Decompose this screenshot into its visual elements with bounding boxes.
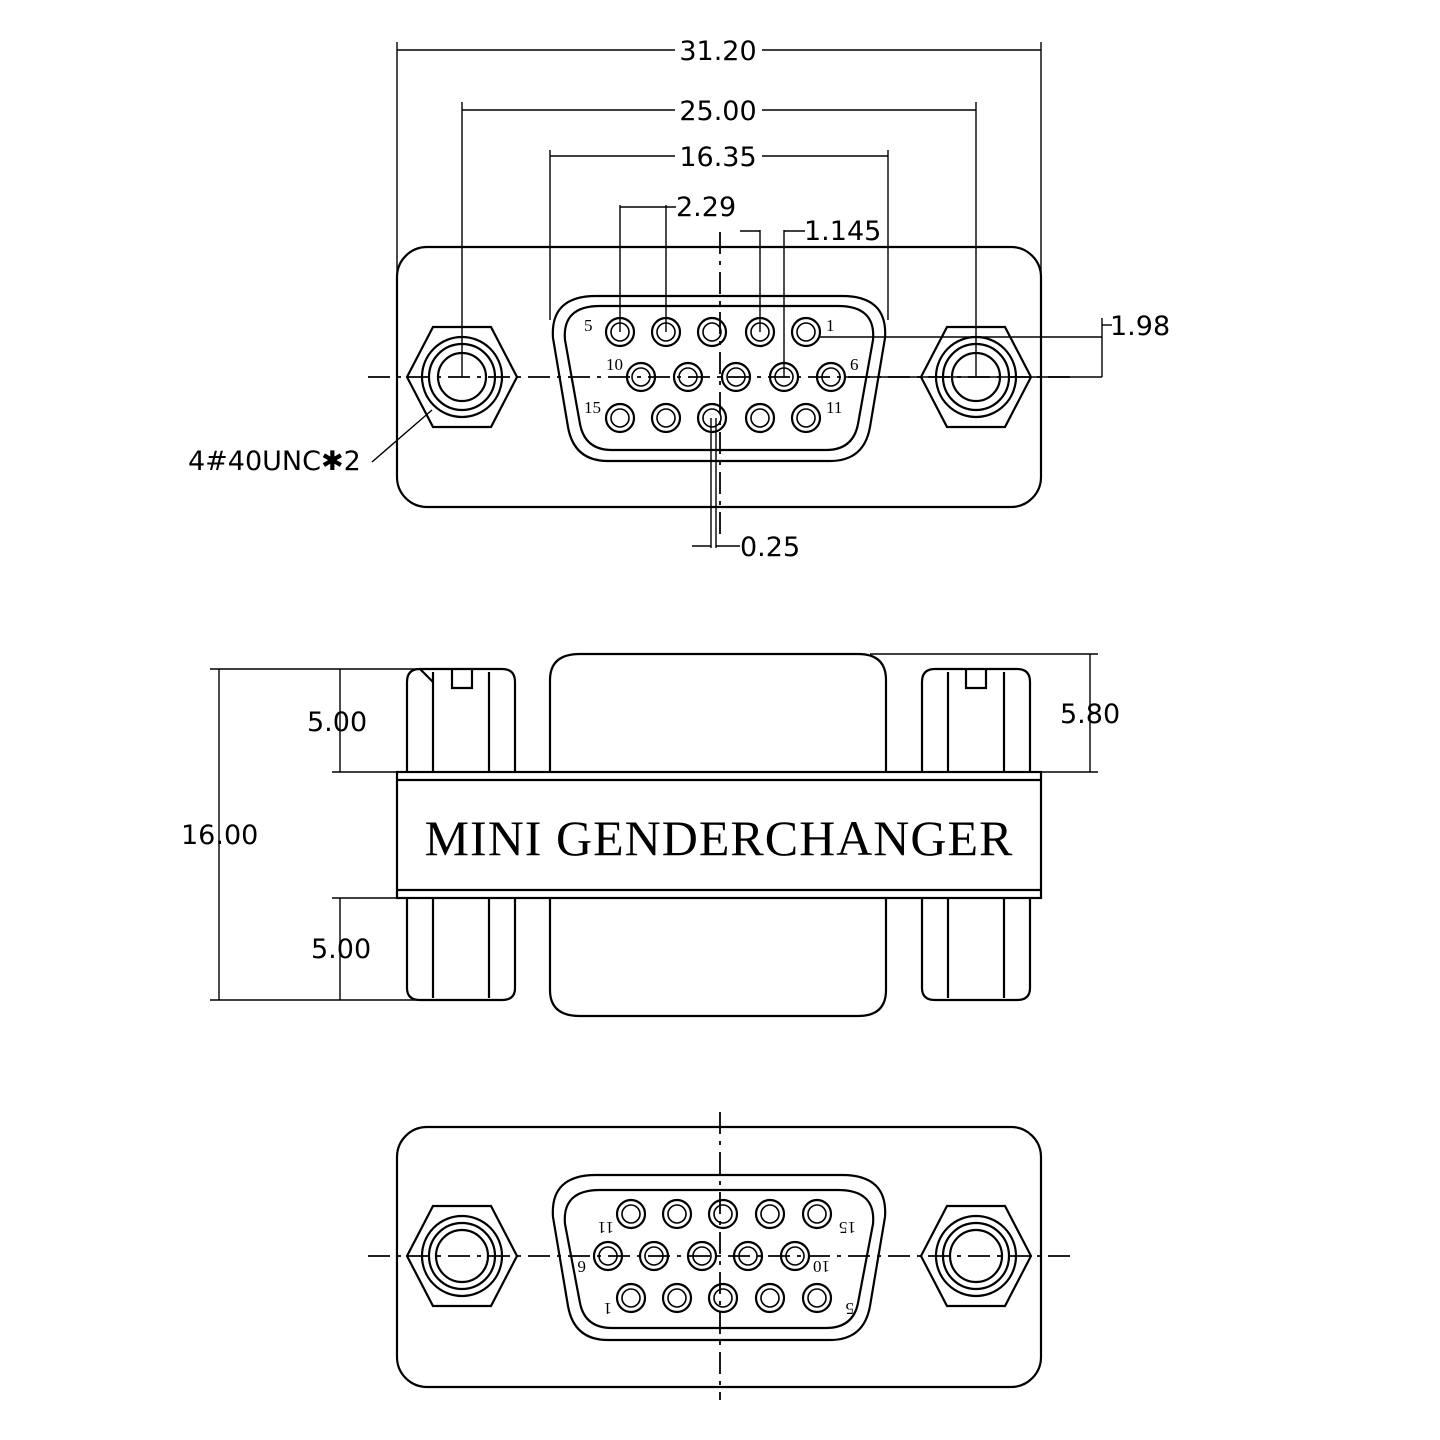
rear-right-screw	[919, 1204, 1033, 1308]
rear-pin-label-11: 11	[598, 1218, 614, 1237]
dimension-lines-front	[371, 42, 1112, 548]
rear-flange	[395, 1125, 1043, 1389]
side-body	[395, 770, 1043, 900]
dim-pin-offset: 0.25	[740, 532, 800, 563]
front-pins	[604, 316, 847, 434]
dim-bottom-height: 5.00	[311, 934, 371, 965]
side-view: MINI GENDERCHANGER 16.00 5.00 5.00 5.80	[181, 652, 1120, 1018]
side-right-screw-top	[920, 667, 1032, 772]
rear-pin-label-1: 1	[604, 1299, 613, 1318]
front-pin-label-11: 11	[826, 398, 842, 417]
rear-pins	[592, 1198, 833, 1314]
dimension-lines-side	[210, 653, 1098, 1001]
dim-half-pitch: 1.145	[804, 216, 881, 247]
front-view: 5 1 10 6 15 11	[188, 36, 1170, 563]
rear-pin-label-6: 6	[578, 1257, 587, 1276]
front-pin-label-15: 15	[584, 398, 601, 417]
side-left-screw-top	[405, 667, 517, 772]
side-left-screw-bottom	[405, 898, 517, 1002]
front-pin-label-1: 1	[826, 316, 835, 335]
side-right-screw-bottom	[920, 898, 1032, 1002]
dim-screw-spacing: 25.00	[679, 96, 756, 127]
dim-thread-note: 4#40UNC✱2	[188, 446, 361, 477]
rear-shell-inner	[563, 1188, 875, 1330]
rear-pin-label-15: 15	[839, 1218, 856, 1237]
dim-pin-pitch: 2.29	[676, 192, 736, 223]
rear-view: 11 15 6 10 1 5	[368, 1112, 1072, 1400]
front-pin-label-5: 5	[584, 316, 593, 335]
dim-shell-height: 5.80	[1060, 699, 1120, 730]
rear-pin-label-10: 10	[813, 1257, 830, 1276]
rear-shell-outer	[551, 1173, 887, 1342]
rear-pin-label-5: 5	[846, 1299, 855, 1318]
side-bottom-shell	[548, 898, 888, 1018]
body-label: MINI GENDERCHANGER	[425, 810, 1014, 866]
dim-shell-width: 16.35	[679, 142, 756, 173]
dim-total-height: 16.00	[181, 820, 258, 851]
dim-row-offset: 1.98	[1110, 311, 1170, 342]
front-shell-inner	[563, 304, 875, 452]
front-pin-label-6: 6	[850, 355, 859, 374]
side-top-shell	[548, 652, 888, 772]
front-shell-outer	[551, 294, 887, 463]
rear-left-screw	[405, 1204, 519, 1308]
front-pin-label-10: 10	[606, 355, 623, 374]
dim-top-height: 5.00	[307, 707, 367, 738]
dim-overall-width: 31.20	[679, 36, 756, 67]
